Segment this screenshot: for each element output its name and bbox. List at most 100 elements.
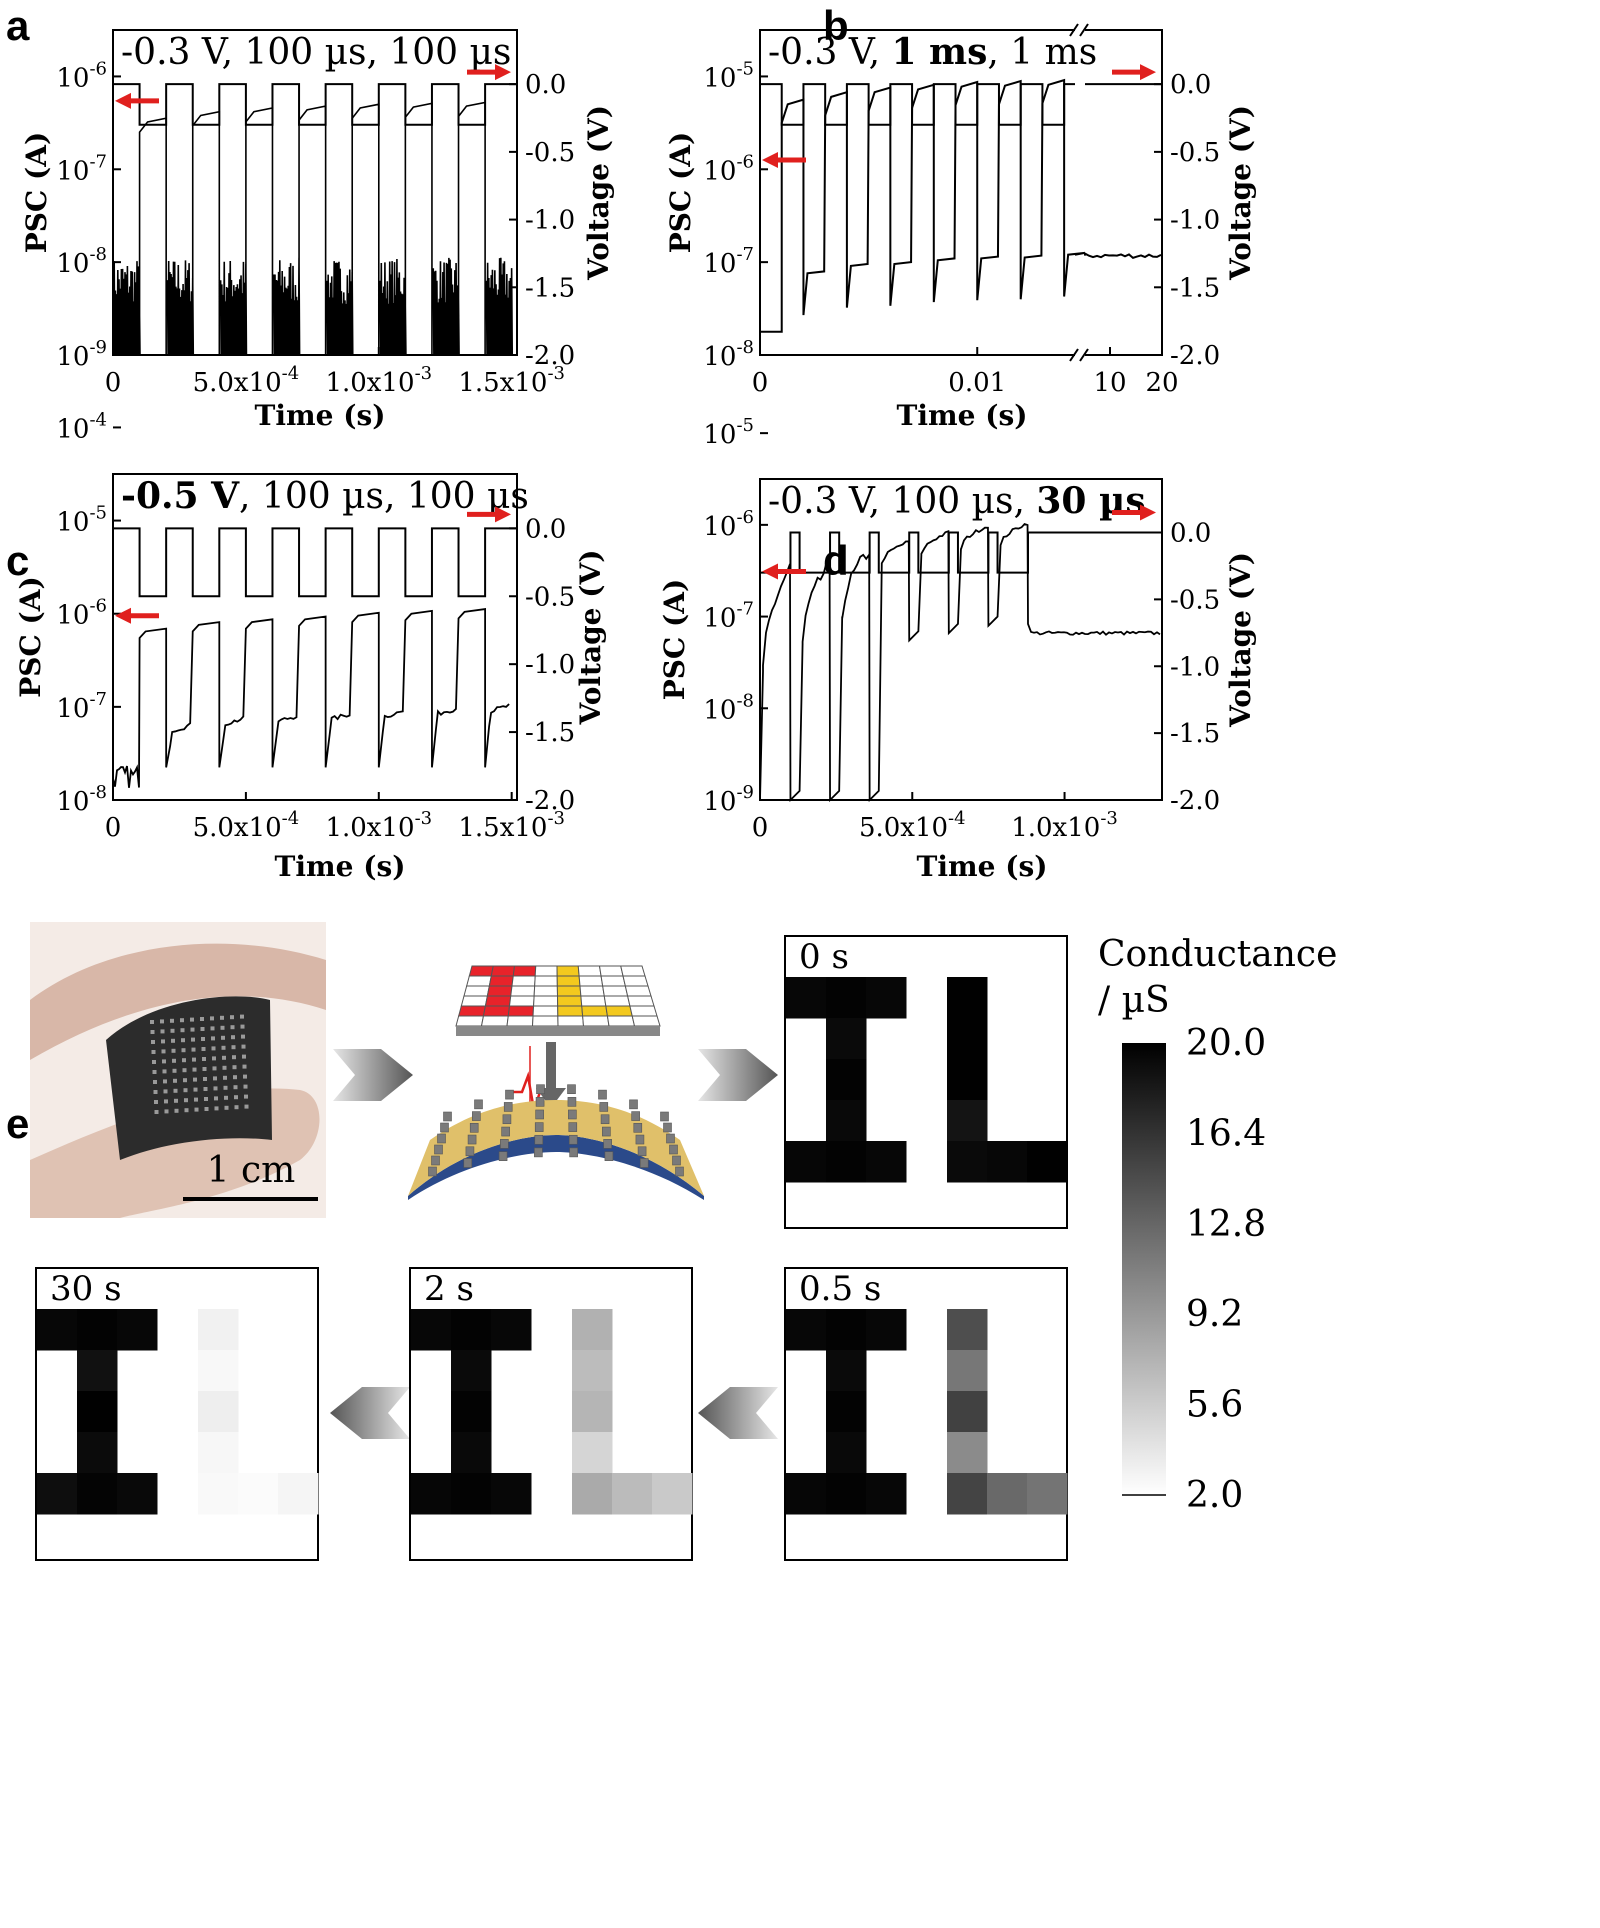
x-tick-label: 5.0x10-4: [193, 363, 300, 398]
map-cell-L: [987, 1141, 1028, 1183]
device-pillar: [598, 1089, 607, 1100]
y-tick-label: 10-8: [56, 782, 107, 817]
y-tick-label: 10-6: [703, 507, 754, 542]
device-pillar: [567, 1084, 576, 1095]
array-dot: [200, 1017, 204, 1021]
chart-d: 10-510-610-710-810-90.0-0.5-1.0-1.5-2.0T…: [658, 415, 1257, 883]
axis-break-mark: [1069, 23, 1079, 37]
array-dot: [231, 1035, 235, 1040]
array-dot: [161, 1049, 166, 1054]
device-pillar: [639, 1158, 649, 1168]
input-grid-cell: [488, 975, 514, 987]
array-dot: [180, 1028, 185, 1033]
device-pillar: [629, 1099, 638, 1110]
device-pillar: [535, 1097, 545, 1107]
x-tick-label: 0.01: [948, 368, 1006, 398]
array-dot: [151, 1050, 156, 1054]
array-dot: [181, 1048, 186, 1053]
array-dot: [194, 1097, 198, 1102]
map-cell-I: [786, 1309, 827, 1351]
array-dot: [162, 1059, 166, 1064]
device-pillar: [599, 1102, 609, 1112]
array-dot: [192, 1057, 196, 1062]
input-grid-cell: [580, 995, 607, 1007]
device-pillar: [663, 1122, 672, 1133]
input-grid-cell: [626, 995, 655, 1007]
y2-tick-label: -2.0: [1170, 341, 1220, 371]
map-cell-L: [1027, 1141, 1068, 1183]
device-pillar: [443, 1111, 452, 1122]
down-arrow-shaft: [546, 1042, 556, 1088]
array-dot: [163, 1079, 167, 1084]
y-axis-label: PSC (A): [14, 576, 47, 698]
array-dot: [204, 1107, 209, 1111]
substrate-edge: [408, 1135, 704, 1200]
map-cell-L: [1027, 1473, 1068, 1515]
map-cell-I: [451, 1350, 492, 1392]
voltage-trace: [760, 83, 1162, 126]
colorbar-tick-label: 5.6: [1186, 1385, 1243, 1426]
map-cell-L: [198, 1432, 239, 1474]
input-grid-cell: [458, 1005, 487, 1017]
y2-tick-label: -1.0: [1170, 652, 1220, 682]
device-pillar: [431, 1155, 440, 1166]
condition-text: -0.3 V, 100 µs, 30 µs: [768, 480, 1146, 522]
array-dot: [184, 1108, 189, 1113]
array-dot: [190, 1027, 195, 1032]
device-pillar: [631, 1111, 640, 1121]
input-grid-cell: [534, 975, 558, 987]
x-tick-label: 5.0x10-4: [193, 808, 300, 843]
array-dot: [170, 1018, 174, 1023]
device-photo: 1 cm: [30, 922, 326, 1218]
condition-text: -0.5 V, 100 µs, 100 µs: [121, 475, 529, 517]
y2-tick-label: -2.0: [525, 341, 575, 371]
x-tick-label: 0: [105, 813, 122, 843]
array-dot: [164, 1099, 168, 1104]
device-pillar: [428, 1166, 437, 1177]
array-dot: [204, 1097, 208, 1101]
input-grid-cell: [486, 985, 513, 997]
array-dot: [222, 1065, 227, 1070]
array-dot: [184, 1098, 188, 1103]
x-tick-label: 0: [105, 368, 122, 398]
device-pillar: [534, 1147, 543, 1158]
array-dot: [174, 1098, 178, 1103]
panel-label-e: e: [6, 1100, 29, 1147]
map-cell-I: [826, 1018, 867, 1060]
array-dot: [161, 1039, 165, 1044]
map-cell-I: [826, 1432, 867, 1474]
array-dot: [173, 1088, 178, 1093]
array-dot: [182, 1058, 186, 1063]
array-dot: [242, 1054, 246, 1059]
input-grid-cell: [463, 985, 490, 997]
y-tick-label: 10-6: [56, 596, 107, 631]
y2-tick-label: -1.5: [525, 273, 575, 303]
array-dot: [240, 1024, 245, 1029]
map-cell-I: [786, 1141, 827, 1183]
map-cell-L: [987, 1473, 1028, 1515]
device-pillar: [603, 1139, 612, 1149]
map-cell-L: [947, 1473, 988, 1515]
x-axis-label: Time (s): [275, 850, 406, 883]
input-grid-cell: [556, 995, 583, 1007]
voltage-trace: [113, 83, 517, 126]
x-axis-label: Time (s): [917, 850, 1048, 883]
y-tick-label: 10-7: [703, 244, 754, 279]
array-dot: [233, 1075, 237, 1080]
array-dot: [232, 1055, 236, 1060]
array-dot: [201, 1037, 205, 1041]
map-cell-L: [947, 1391, 988, 1433]
array-dot: [173, 1078, 177, 1083]
array-dot: [233, 1085, 238, 1090]
map-cell-I: [866, 1141, 907, 1183]
y-tick-label: 10-9: [56, 337, 107, 372]
input-grid-cell: [629, 1005, 658, 1017]
array-dot: [183, 1088, 188, 1093]
array-dot: [221, 1035, 225, 1040]
array-dot: [213, 1076, 217, 1081]
plot-frame: [759, 478, 1163, 801]
input-grid-cell: [631, 1015, 661, 1027]
psc-trace: [112, 101, 514, 356]
